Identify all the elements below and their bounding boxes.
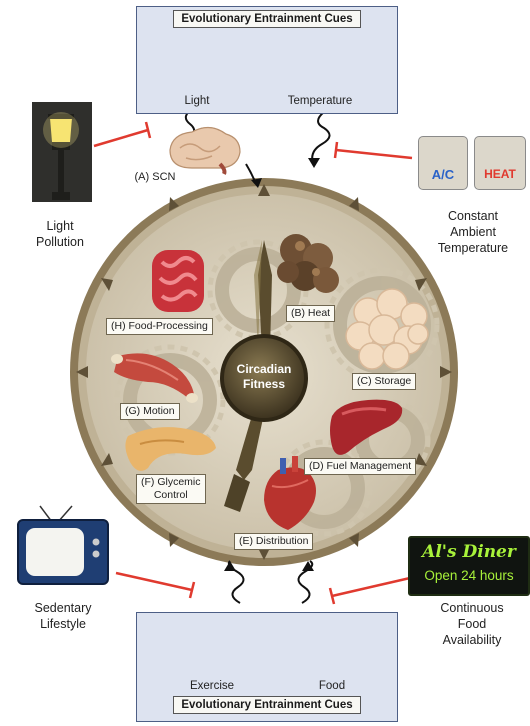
constant-temp-label: Constant Ambient Temperature <box>418 208 528 256</box>
diner-sign: Al's Diner Open 24 hours <box>408 536 530 596</box>
diner-hours: Open 24 hours <box>410 568 528 583</box>
label-glycemic-line2: Control <box>141 489 201 502</box>
bottom-cue-box: Exercise Food Evolutionary Entrainment C… <box>136 612 398 722</box>
bottom-cue-title: Evolutionary Entrainment Cues <box>137 699 397 711</box>
label-distribution: (E) Distribution <box>234 533 313 550</box>
heat-panel: HEAT <box>474 136 526 190</box>
brain-icon <box>170 127 240 174</box>
cue-light-label: Light <box>175 94 219 109</box>
ac-panel: A/C <box>418 136 468 190</box>
cue-exercise-label: Exercise <box>177 679 247 694</box>
diner-name: Al's Diner <box>410 542 528 562</box>
label-glycemic-line1: (F) Glycemic <box>141 476 201 489</box>
label-storage: (C) Storage <box>352 373 416 390</box>
tv-icon <box>18 506 108 584</box>
center-line2: Fitness <box>224 377 304 392</box>
top-cue-box: Evolutionary Entrainment Cues Light Temp… <box>136 6 398 114</box>
cue-food-label: Food <box>307 679 357 694</box>
label-heat: (B) Heat <box>286 305 335 322</box>
label-glycemic-control: (F) Glycemic Control <box>136 474 206 504</box>
center-line1: Circadian <box>224 362 304 377</box>
label-motion: (G) Motion <box>120 403 180 420</box>
ac-label: A/C <box>419 167 467 182</box>
circadian-fitness-label: Circadian Fitness <box>224 362 304 392</box>
light-pollution-label: Light Pollution <box>20 218 100 250</box>
sedentary-label: Sedentary Lifestyle <box>18 600 108 632</box>
scn-label: (A) SCN <box>128 170 182 185</box>
top-cue-title: Evolutionary Entrainment Cues <box>137 13 397 25</box>
continuous-food-label: Continuous Food Availability <box>422 600 522 648</box>
label-food-processing: (H) Food-Processing <box>106 318 213 335</box>
cue-temperature-label: Temperature <box>275 94 365 109</box>
heat-label: HEAT <box>475 167 525 181</box>
label-fuel-management: (D) Fuel Management <box>304 458 416 475</box>
street-lamp-icon <box>32 102 92 202</box>
intestines-icon <box>152 250 204 312</box>
